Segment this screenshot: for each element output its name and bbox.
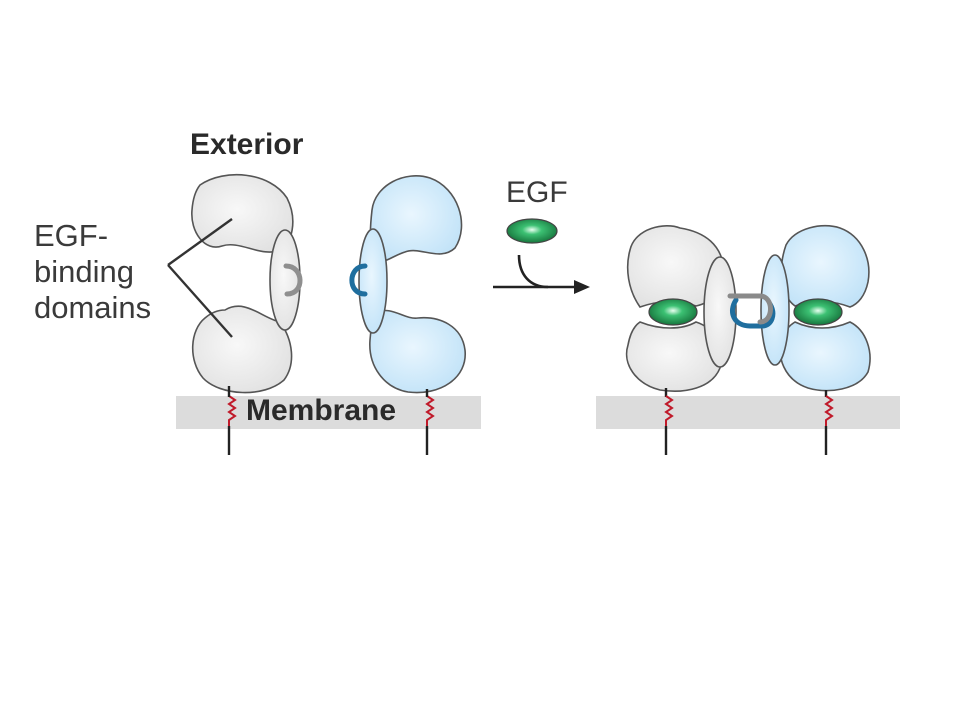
binding-arrow-icon	[517, 254, 549, 289]
egf-ligand-icon	[506, 218, 558, 244]
anchor-left-grey	[227, 388, 237, 455]
grey-receptor-inactive	[191, 174, 301, 394]
leader-line-upper	[167, 218, 233, 266]
grey-receptor-bound	[625, 225, 737, 392]
binding-domains-line-3: domains	[34, 290, 152, 325]
membrane-label: Membrane	[246, 394, 397, 427]
dimer-arm-grey-icon	[727, 293, 773, 325]
leader-line-lower	[167, 264, 233, 338]
egf-label: EGF	[506, 176, 568, 209]
exterior-label: Exterior	[190, 128, 304, 161]
egf-bound-left-icon	[648, 298, 698, 326]
binding-domains-label: EGF- binding domains	[34, 218, 151, 326]
dimer-arm-blue-icon	[730, 297, 776, 329]
blue-dimerization-arm-icon	[349, 263, 368, 297]
egf-bound-right-icon	[793, 298, 843, 326]
membrane-right	[596, 396, 900, 429]
anchor-right-blue	[824, 395, 834, 426]
blue-receptor-bound	[760, 224, 871, 392]
anchor-left-blue	[425, 390, 435, 455]
blue-receptor-inactive	[358, 175, 466, 394]
grey-dimerization-arm-icon	[283, 263, 303, 297]
binding-domains-line-2: binding	[34, 254, 134, 289]
binding-domains-line-1: EGF-	[34, 218, 109, 253]
anchor-right-grey	[664, 395, 674, 426]
